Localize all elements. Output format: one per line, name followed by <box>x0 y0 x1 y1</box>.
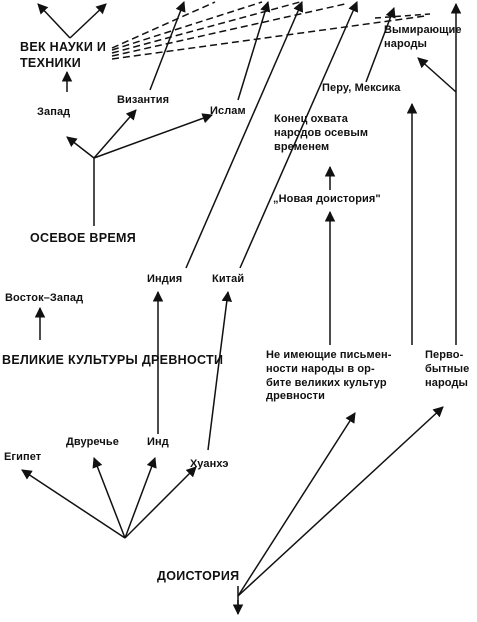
edge-dash-4 <box>111 3 346 57</box>
edge-primitive-dying <box>417 57 457 93</box>
node-mesopotamia: Двуречье <box>66 436 119 448</box>
node-byzantium: Византия <box>117 94 170 106</box>
edge-dash-2 <box>111 1 263 51</box>
edge-china-top <box>239 1 359 269</box>
node-non-literate: Не имеющие письмен- ности народы в ор- б… <box>266 349 392 403</box>
node-china: Китай <box>212 273 245 285</box>
node-indus: Инд <box>147 436 169 448</box>
node-axial-age: ОСЕВОЕ ВРЕМЯ <box>30 231 137 245</box>
edge-india-top <box>185 1 304 269</box>
edge-dash-5 <box>111 15 426 60</box>
node-end-axial: Конец охвата народов осевым временем <box>274 113 369 153</box>
node-age-science: ВЕК НАУКИ И ТЕХНИКИ <box>20 40 107 70</box>
edge-axial-west <box>66 136 95 159</box>
node-great-cultures: ВЕЛИКИЕ КУЛЬТУРЫ ДРЕВНОСТИ <box>2 353 224 367</box>
node-dying-peoples: Вымирающие народы <box>384 24 462 50</box>
edge-axial-byzantium <box>93 109 137 159</box>
edge-prehistory-nonliterate <box>237 412 356 597</box>
node-prehistory: ДОИСТОРИЯ <box>157 569 240 583</box>
edge-huanghe-china <box>207 290 233 451</box>
node-primitive: Перво- бытные народы <box>425 349 470 389</box>
edge-prehistory-egypt <box>21 469 126 539</box>
node-egypt: Египет <box>4 451 42 463</box>
node-india: Индия <box>147 273 183 285</box>
node-islam: Ислам <box>210 105 246 117</box>
edge-dash-1 <box>111 1 216 49</box>
edge-age-left <box>37 3 71 39</box>
node-new-prehistory: „Новая доистория" <box>273 193 381 205</box>
edge-age-right <box>69 3 107 39</box>
node-west: Запад <box>37 106 71 118</box>
edge-prehistory-huanghe <box>124 466 197 539</box>
edge-prehistory-indus <box>124 457 157 539</box>
node-east-west: Восток–Запад <box>5 292 84 304</box>
edge-byzantium-top <box>149 1 186 91</box>
node-huanghe: Хуанхэ <box>190 458 229 470</box>
edge-dash-tail <box>374 13 431 19</box>
edge-axial-islam <box>93 113 213 159</box>
edge-prehistory-primitive <box>237 406 444 597</box>
node-peru-mexico: Перу, Мексика <box>322 82 401 94</box>
edge-islam-top <box>237 0 271 101</box>
edge-prehistory-mesopotamia <box>92 457 126 539</box>
